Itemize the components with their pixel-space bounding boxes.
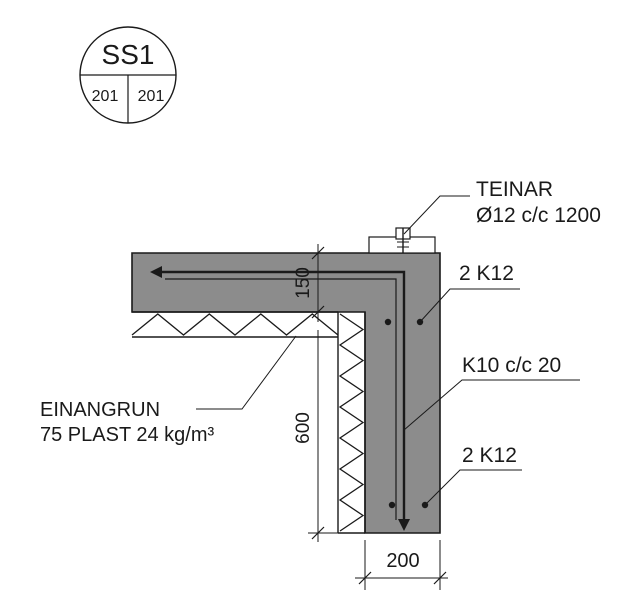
tie-bolt: [368, 227, 436, 254]
label-tie-spec: Ø12 c/c 1200: [476, 204, 601, 227]
dimension-wall-height: 600: [293, 330, 340, 542]
section-marker-sheet-left: 201: [92, 88, 119, 105]
section-marker-id: SS1: [102, 39, 155, 70]
label-tie-title: TEINAR: [476, 178, 553, 201]
label-stirrup: K10 c/c 20: [462, 354, 561, 377]
rebar-arrow-left: [150, 266, 162, 278]
dim-slab-tick-bottom: [311, 305, 325, 319]
dim-wall-width-label: 200: [386, 550, 419, 572]
label-insulation-line2: 75 PLAST 24 kg/m³: [40, 424, 215, 446]
insulation-horizontal-zigzag: [131, 313, 339, 336]
rebar-arrow-bottom: [398, 519, 410, 531]
leader-insulation: [196, 335, 297, 410]
rebar-inner-stirrup: [165, 278, 397, 520]
insulation-vertical-zigzag: [338, 313, 365, 532]
section-marker-sheet-right: 201: [138, 88, 165, 105]
section-marker: SS1 201 201: [79, 26, 177, 124]
insulation-horizontal: [131, 311, 339, 338]
dim-width-tick-left: [358, 571, 372, 585]
rebar-dot-top-left: [384, 318, 392, 326]
insulation-vertical: [337, 312, 366, 534]
label-insulation-line1: EINANGRUN: [40, 399, 160, 421]
dim-slab-thickness-label: 150: [293, 267, 314, 299]
dimension-wall-width: 200: [355, 540, 448, 590]
rebar-main-bar: [155, 270, 406, 525]
dim-width-tick-right: [433, 571, 447, 585]
leader-top-rebar: [419, 288, 520, 323]
rebar-dot-bottom-left: [388, 501, 396, 509]
label-bottom-rebar: 2 K12: [462, 444, 517, 467]
dim-slab-tick-top: [311, 246, 325, 260]
dimension-slab-thickness: 150: [293, 244, 325, 322]
dim-wall-height-label: 600: [293, 412, 314, 444]
leader-bottom-rebar: [424, 469, 522, 506]
concrete-section: [131, 252, 441, 534]
leader-tie: [403, 195, 470, 235]
label-top-rebar: 2 K12: [459, 262, 514, 285]
leader-stirrup: [403, 379, 580, 431]
